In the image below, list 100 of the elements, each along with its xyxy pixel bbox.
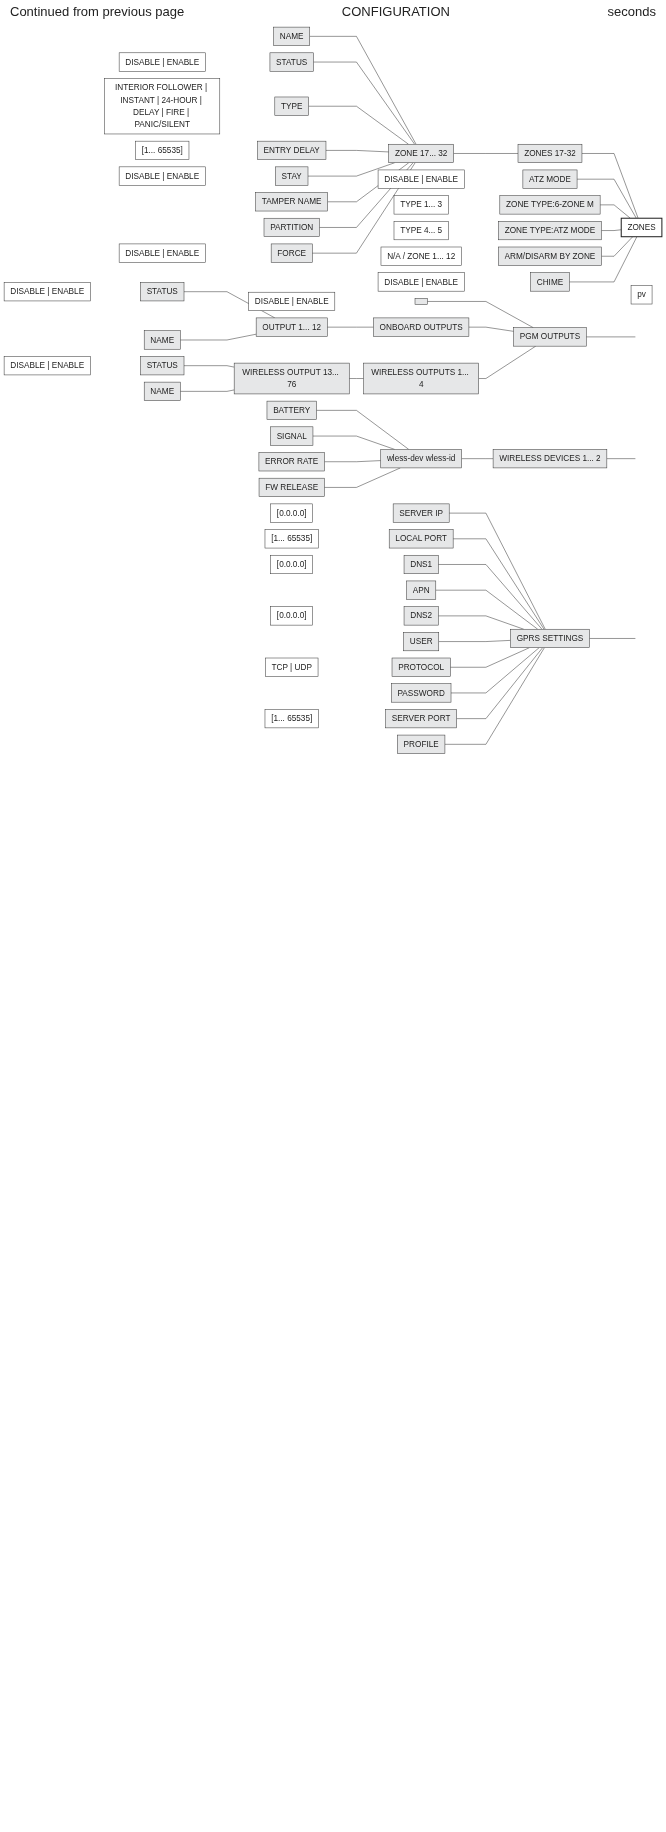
value-box: N/A / ZONE 1... 12 — [380, 246, 462, 266]
continuation-note: Continued from previous page — [10, 4, 185, 19]
setting-box: FORCE — [270, 243, 313, 263]
connector-line — [427, 301, 534, 328]
connector-line — [183, 365, 235, 368]
connector-line — [450, 647, 540, 694]
value-box: DISABLE | ENABLE — [248, 291, 336, 311]
setting-box: USER — [403, 632, 439, 652]
connector-line — [313, 61, 415, 145]
setting-box: ZONE TYPE:6-ZONE M — [499, 195, 601, 215]
setting-box: ATZ MODE — [522, 169, 578, 189]
setting-box: ONBOARD OUTPUTS — [373, 317, 470, 337]
value-box: [0.0.0.0] — [270, 503, 313, 523]
value-box: [1... 65535] — [264, 529, 319, 549]
setting-box: WIRELESS OUTPUTS 1... 4 — [363, 362, 479, 395]
value-box: DISABLE | ENABLE — [118, 52, 206, 72]
setting-box: GPRS SETTINGS — [510, 628, 590, 648]
connector-line — [316, 410, 410, 450]
value-box: DISABLE | ENABLE — [377, 169, 465, 189]
connector-line — [438, 615, 524, 630]
setting-box: DNS2 — [403, 606, 439, 626]
setting-box: STAY — [275, 166, 309, 186]
connector-line — [307, 162, 395, 177]
connector-line — [586, 336, 636, 338]
connector-line — [324, 460, 381, 462]
setting-box: STATUS — [140, 282, 185, 302]
setting-box: OUTPUT 1... 12 — [255, 317, 328, 337]
value-box: [1... 65535] — [135, 140, 190, 160]
setting-box: WIRELESS OUTPUT 13... 76 — [233, 362, 350, 395]
setting-box: WIRELESS DEVICES 1... 2 — [492, 449, 608, 469]
setting-box: STATUS — [140, 356, 185, 376]
setting-box: TAMPER NAME — [255, 192, 328, 212]
value-box: TCP | UDP — [265, 657, 319, 677]
connector-line — [589, 638, 636, 639]
value-box: [0.0.0.0] — [270, 555, 313, 574]
setting-box: PROTOCOL — [391, 657, 451, 677]
connector-line — [349, 378, 364, 379]
value-box: DISABLE | ENABLE — [3, 356, 91, 376]
setting-box: NAME — [143, 381, 181, 401]
connector-line — [448, 512, 546, 630]
connector-line — [452, 538, 545, 630]
setting-box: ARM/DISARM BY ZONE — [498, 246, 602, 266]
setting-box: ERROR RATE — [258, 452, 325, 472]
value-box: DISABLE | ENABLE — [3, 282, 91, 302]
setting-box: DNS1 — [403, 555, 439, 574]
setting-box: LOCAL PORT — [388, 529, 454, 549]
setting-box: wless-dev wless-id — [380, 449, 462, 469]
connector-line — [444, 647, 545, 745]
connector-line — [456, 647, 543, 719]
value-box: TYPE 1... 3 — [393, 195, 449, 215]
setting-box: PARTITION — [263, 217, 320, 237]
setting-box: ZONE TYPE:ATZ MODE — [498, 221, 602, 241]
connector-line — [478, 345, 536, 379]
connector-line — [599, 204, 631, 219]
setting-box: FW RELEASE — [258, 477, 325, 497]
setting-box: TYPE — [274, 96, 309, 116]
setting-box: SERVER IP — [392, 503, 450, 523]
setting-box: NAME — [143, 330, 181, 350]
value-box: pv — [630, 285, 653, 305]
connector-line — [325, 150, 389, 153]
value-box: DISABLE | ENABLE — [118, 166, 206, 186]
value-box: DISABLE | ENABLE — [118, 243, 206, 263]
connector-line — [312, 435, 395, 450]
connector-line — [180, 389, 235, 392]
section-heading: CONFIGURATION — [341, 4, 450, 19]
value-box: [1... 65535] — [264, 709, 319, 729]
connector-line — [435, 589, 538, 630]
connector-line — [453, 153, 519, 154]
setting-box: ZONES 17-32 — [517, 144, 583, 163]
connector-line — [606, 458, 636, 459]
connector-line — [601, 229, 622, 231]
value-box: TYPE 4... 5 — [393, 221, 449, 241]
value-box: [0.0.0.0] — [270, 606, 313, 626]
setting-box: PROFILE — [397, 734, 446, 754]
setting-box: STATUS — [269, 52, 314, 72]
setting-box: PGM OUTPUTS — [513, 327, 587, 347]
setting-box: SIGNAL — [270, 426, 314, 446]
setting-box: BATTERY — [266, 400, 317, 420]
setting-box: SERVER PORT — [385, 709, 457, 729]
connector-line — [327, 326, 374, 328]
setting-box: APN — [406, 580, 437, 600]
setting-box: CHIME — [530, 272, 570, 292]
setting-box: ZONE 17... 32 — [388, 144, 454, 163]
section-bar: ZONES — [620, 217, 663, 238]
setting-box: NAME — [273, 26, 310, 46]
connector-line — [324, 467, 401, 488]
setting-box: PASSWORD — [391, 683, 452, 703]
connector-line — [438, 564, 543, 630]
connector-line — [461, 458, 494, 459]
connector-line — [438, 640, 511, 642]
setting-box: ENTRY DELAY — [257, 140, 327, 160]
connector-line — [450, 647, 530, 668]
connector-line — [581, 153, 639, 219]
connector-line — [576, 178, 637, 219]
unit-note: seconds — [607, 4, 656, 19]
connector-line — [569, 236, 638, 283]
value-box: INTERIOR FOLLOWER | INSTANT | 24-HOUR | DELAY | FIRE | PANIC/SILENT — [104, 78, 221, 135]
connector-line — [468, 326, 514, 332]
connector-line — [308, 105, 409, 145]
setting-box — [414, 298, 428, 305]
